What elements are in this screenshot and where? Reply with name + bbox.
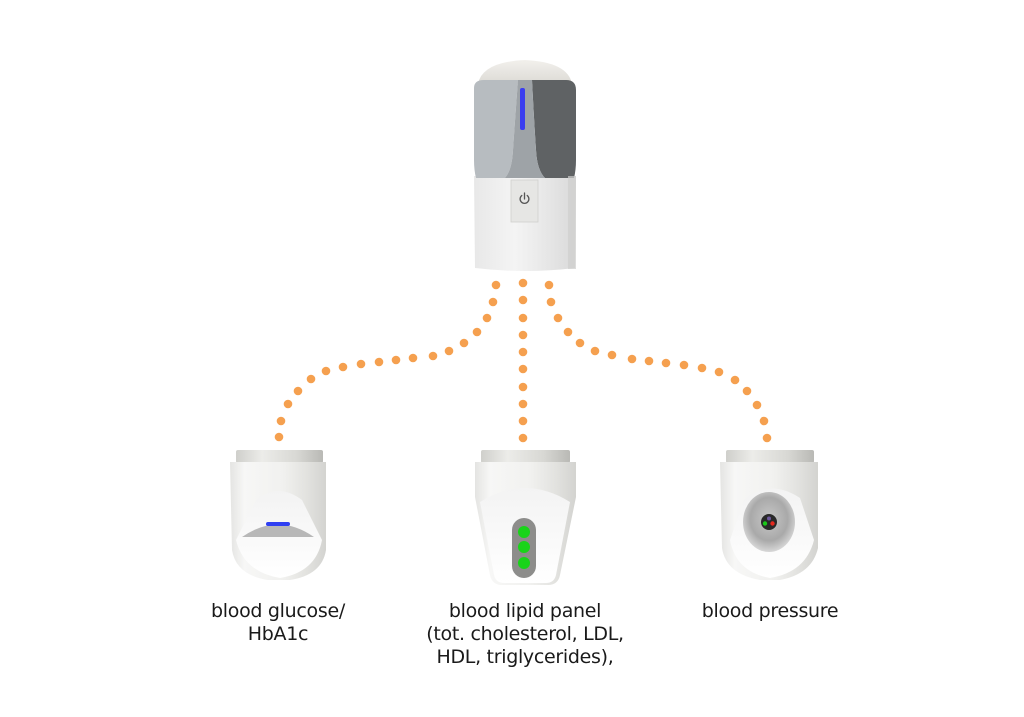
module-cap xyxy=(726,450,814,463)
connector-dot xyxy=(714,367,724,377)
lipid-led-3 xyxy=(518,557,530,569)
module-cap xyxy=(236,450,323,463)
connector-dot xyxy=(518,399,528,409)
connector-dot xyxy=(491,280,501,290)
lipid-led-2 xyxy=(518,541,530,553)
lipid-led-1 xyxy=(518,526,530,538)
connector-dot xyxy=(518,382,528,392)
glucose-module xyxy=(230,450,326,580)
sensor-dot-red xyxy=(770,521,775,526)
hub-status-led xyxy=(520,88,525,130)
connector-dot xyxy=(482,313,492,323)
connector-dot xyxy=(518,364,528,374)
connector-paths xyxy=(274,278,772,443)
label-line: blood glucose/ xyxy=(211,600,345,622)
connector-glucose xyxy=(274,280,501,442)
connector-dot xyxy=(644,356,654,366)
connector-dot xyxy=(321,366,331,376)
connector-dot xyxy=(338,362,348,372)
hub-right-panel xyxy=(532,80,576,178)
connector-dot xyxy=(391,355,401,365)
label-pressure: blood pressure xyxy=(640,600,900,623)
connector-dot xyxy=(488,297,498,307)
connector-dot xyxy=(553,313,563,323)
sensor-dot-green xyxy=(762,521,768,526)
connector-dot xyxy=(444,346,454,356)
label-line: blood pressure xyxy=(701,600,839,622)
sensor-hub xyxy=(761,514,777,530)
connector-dot xyxy=(607,350,617,360)
hub-left-panel xyxy=(474,80,518,178)
connector-dot xyxy=(459,338,469,348)
connector-dot xyxy=(283,399,293,409)
connector-dot xyxy=(730,375,740,385)
label-line: blood lipid panel xyxy=(448,600,602,622)
hub-center-spine xyxy=(505,80,545,178)
label-line: (tot. cholesterol, LDL, xyxy=(426,623,624,645)
connector-lipid xyxy=(518,278,528,443)
hub-power-button[interactable] xyxy=(510,179,539,223)
connector-dot xyxy=(518,278,528,288)
hub-shadow-band xyxy=(568,176,576,269)
connector-dot xyxy=(428,351,438,361)
connector-dot xyxy=(546,297,556,307)
connector-dot xyxy=(472,327,482,337)
pressure-module xyxy=(720,450,818,580)
label-lipid: blood lipid panel (tot. cholesterol, LDL… xyxy=(395,600,655,669)
connector-dot xyxy=(697,363,707,373)
connector-dot xyxy=(518,347,528,357)
connector-dot xyxy=(276,416,286,426)
connector-dot xyxy=(661,358,671,368)
label-line: HbA1c xyxy=(247,623,309,645)
connector-dot xyxy=(752,400,762,410)
hub-device xyxy=(474,60,576,271)
connector-dot xyxy=(518,433,528,443)
sensor-dot-purple xyxy=(767,516,771,521)
connector-dot xyxy=(563,327,573,337)
connector-dot xyxy=(306,374,316,384)
connector-dot xyxy=(356,359,366,369)
connector-dot xyxy=(518,295,528,305)
connector-dot xyxy=(759,416,769,426)
module-slot xyxy=(242,524,314,537)
connector-dot xyxy=(544,280,554,290)
connector-dot xyxy=(518,313,528,323)
connector-dot xyxy=(374,357,384,367)
connector-dot xyxy=(590,346,600,356)
connector-dot xyxy=(518,416,528,426)
label-line: HDL, triglycerides), xyxy=(436,646,614,668)
connector-dot xyxy=(627,354,637,364)
connector-dot xyxy=(679,360,689,370)
module-cap xyxy=(481,450,570,463)
connector-dot xyxy=(274,432,284,442)
lipid-module xyxy=(475,450,576,585)
connector-dot xyxy=(408,353,418,363)
label-glucose: blood glucose/ HbA1c xyxy=(148,600,408,646)
connector-dot xyxy=(518,330,528,340)
hub-body-lower xyxy=(474,176,576,271)
power-icon xyxy=(519,192,530,204)
connector-dot xyxy=(575,338,585,348)
glucose-led-icon xyxy=(266,522,290,526)
connector-dot xyxy=(742,386,752,396)
connector-dot xyxy=(293,386,303,396)
hub-dome xyxy=(478,60,572,84)
connector-dot xyxy=(762,433,772,443)
connector-pressure xyxy=(544,280,772,443)
